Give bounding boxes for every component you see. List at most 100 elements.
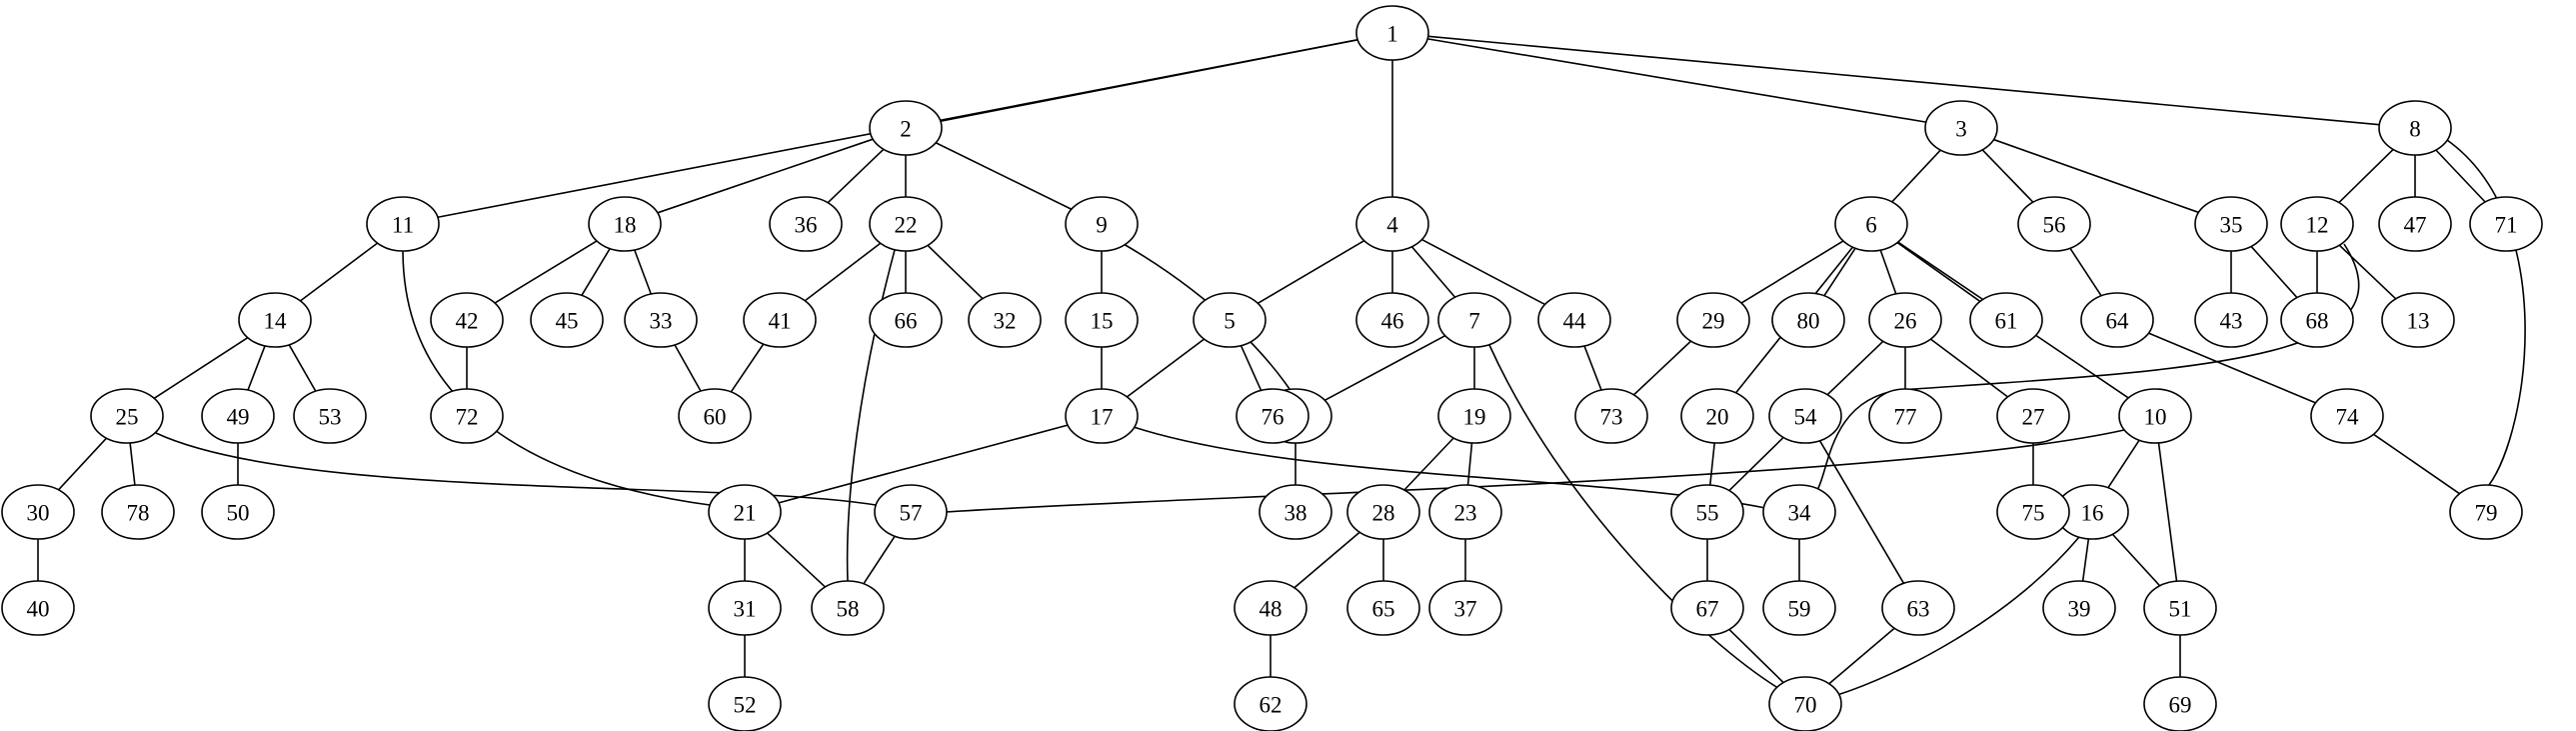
node-ellipse (1768, 388, 1842, 444)
node-ellipse (430, 388, 504, 444)
node-73: 73 (1574, 388, 1648, 444)
node-ellipse (1969, 292, 2043, 348)
node-label: 64 (2106, 309, 2130, 334)
edge-16-70 (1836, 536, 2080, 696)
node-label: 67 (1696, 597, 1719, 622)
node-ellipse (2378, 196, 2452, 252)
node-ellipse (1428, 484, 1502, 540)
edge-12-34 (1816, 243, 2360, 491)
edge-1-8 (1427, 35, 2380, 126)
node-ellipse (1762, 484, 1836, 540)
edge-16-39 (2081, 538, 2090, 582)
node-label: 18 (614, 213, 637, 238)
node-21: 21 (708, 484, 782, 540)
edge-14-53 (288, 344, 317, 392)
edge-5-17 (1126, 338, 1206, 398)
node-ellipse (1065, 292, 1139, 348)
node-40: 40 (1, 580, 75, 636)
edge-11-21 (402, 249, 711, 506)
node-label: 54 (1794, 405, 1818, 430)
node-label: 53 (319, 405, 342, 430)
node-6: 6 (1834, 196, 1908, 252)
node-72: 72 (430, 388, 504, 444)
node-label: 11 (392, 213, 414, 238)
node-ellipse (811, 580, 885, 636)
node-ellipse (678, 388, 752, 444)
node-label: 21 (734, 501, 757, 526)
node-label: 34 (1788, 501, 1812, 526)
node-label: 76 (1262, 405, 1285, 430)
node-9: 9 (1065, 196, 1139, 252)
edge-4-5 (1257, 239, 1365, 305)
node-label: 43 (2220, 309, 2243, 334)
node-label: 41 (769, 309, 792, 334)
node-label: 17 (1091, 405, 1114, 430)
node-26: 26 (1868, 292, 1942, 348)
edge-28-48 (1293, 531, 1360, 589)
node-8: 8 (2378, 100, 2452, 156)
edge-18-45 (581, 248, 611, 296)
node-label: 45 (556, 309, 579, 334)
node-23: 23 (1428, 484, 1502, 540)
node-71: 71 (2469, 196, 2543, 252)
node-ellipse (1346, 580, 1420, 636)
node-label: 72 (456, 405, 479, 430)
node-ellipse (869, 100, 943, 156)
node-ellipse (430, 292, 504, 348)
node-label: 61 (1995, 309, 2018, 334)
node-label: 77 (1894, 405, 1917, 430)
edge-54-63 (1818, 440, 1905, 584)
edge-14-49 (247, 345, 266, 391)
node-ellipse (2280, 292, 2354, 348)
node-ellipse (1762, 580, 1836, 636)
node-74: 74 (2310, 388, 2384, 444)
node-label: 52 (734, 693, 757, 718)
node-ellipse (968, 292, 1042, 348)
node-ellipse (1437, 292, 1511, 348)
node-label: 32 (994, 309, 1017, 334)
edge-7-24 (1323, 335, 1446, 401)
node-1: 1 (1355, 5, 1429, 61)
node-33: 33 (624, 292, 698, 348)
node-49: 49 (201, 388, 275, 444)
edge-21-58 (767, 532, 826, 588)
node-label: 68 (2306, 309, 2329, 334)
edge-22-32 (927, 244, 984, 300)
node-label: 20 (1706, 405, 1729, 430)
node-ellipse (1428, 580, 1502, 636)
node-22: 22 (869, 196, 943, 252)
node-ellipse (1355, 5, 1429, 61)
node-label: 59 (1788, 597, 1811, 622)
node-ellipse (2194, 292, 2268, 348)
node-47: 47 (2378, 196, 2452, 252)
edge-63-70 (1828, 627, 1895, 685)
edge-54-55 (1728, 436, 1784, 492)
node-78: 78 (101, 484, 175, 540)
node-7: 7 (1437, 292, 1511, 348)
node-64: 64 (2080, 292, 2154, 348)
node-ellipse (90, 388, 164, 444)
node-label: 47 (2404, 213, 2427, 238)
edge-64-74 (2148, 332, 2316, 404)
node-label: 50 (227, 501, 250, 526)
node-label: 63 (1907, 597, 1930, 622)
node-ellipse (869, 292, 943, 348)
node-80: 80 (1771, 292, 1845, 348)
node-15: 15 (1065, 292, 1139, 348)
node-ellipse (2143, 676, 2217, 731)
node-ellipse (1, 580, 75, 636)
node-44: 44 (1537, 292, 1611, 348)
node-45: 45 (530, 292, 604, 348)
node-ellipse (1868, 388, 1942, 444)
node-label: 8 (2409, 117, 2421, 142)
edge-2-36 (827, 148, 885, 204)
edge-44-73 (1583, 345, 1602, 391)
node-label: 26 (1894, 309, 1917, 334)
node-ellipse (293, 388, 367, 444)
node-label: 12 (2306, 213, 2329, 238)
edge-1-3 (1427, 38, 1926, 123)
node-label: 5 (1224, 309, 1236, 334)
node-label: 60 (704, 405, 727, 430)
node-76: 76 (1236, 388, 1309, 444)
node-17: 17 (1065, 388, 1139, 444)
